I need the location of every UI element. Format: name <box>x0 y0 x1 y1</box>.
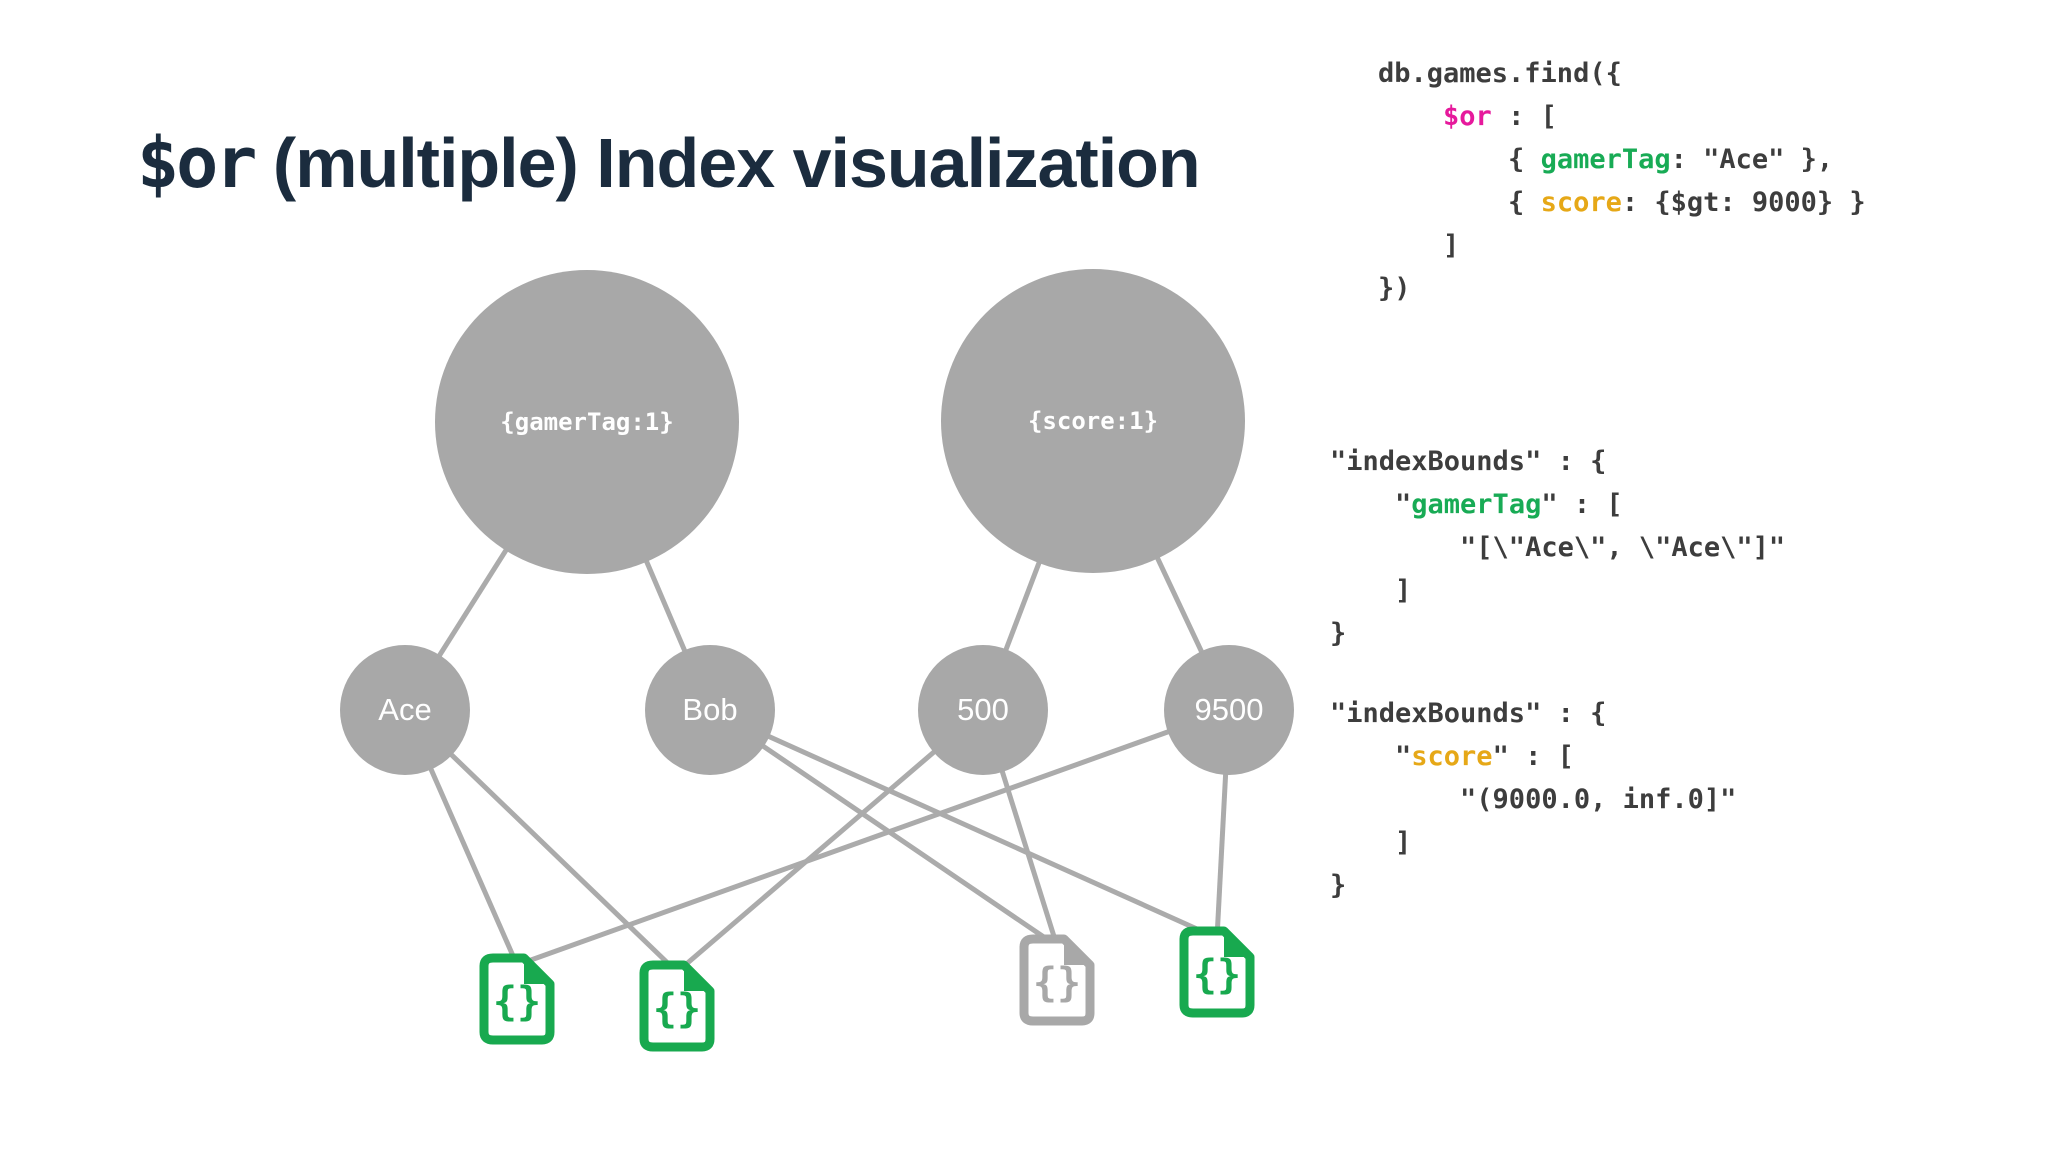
code-line: "gamerTag" : [ <box>1330 483 1785 526</box>
code-segment: "indexBounds" : { <box>1330 446 1607 477</box>
key-node-label: Bob <box>682 692 738 727</box>
braces-glyph: {} <box>1033 960 1081 1006</box>
key-node-bob: Bob <box>645 645 775 775</box>
document-icon-green-doc2: {} <box>639 960 715 1052</box>
code-segment: " : [ <box>1541 489 1623 520</box>
code-segment: score <box>1411 741 1493 772</box>
code-line: "[\"Ace\", \"Ace\"]" <box>1330 526 1785 569</box>
title-operator: $or <box>137 122 257 204</box>
code-block-index-bounds-score: "indexBounds" : { "score" : [ "(9000.0, … <box>1330 692 1736 907</box>
code-segment: ] <box>1330 575 1412 606</box>
code-line: ] <box>1378 224 1866 267</box>
key-node-label: 9500 <box>1194 692 1264 727</box>
code-line: } <box>1330 864 1736 907</box>
index-node-label: {gamerTag:1} <box>500 408 674 436</box>
code-segment: db.games.find({ <box>1378 58 1622 89</box>
code-line: "indexBounds" : { <box>1330 692 1736 735</box>
page-title: $or (multiple) Index visualization <box>137 122 1201 204</box>
edge-bob-doc3 <box>708 707 1059 949</box>
code-segment: } <box>1330 618 1347 649</box>
code-line: "(9000.0, inf.0]" <box>1330 778 1736 821</box>
edge-k9500-doc1 <box>516 707 1230 968</box>
edge-k500-doc2 <box>675 708 985 974</box>
code-segment: " <box>1330 741 1412 772</box>
braces-glyph: {} <box>653 986 701 1032</box>
key-node-k9500: 9500 <box>1164 645 1294 775</box>
key-node-ace: Ace <box>340 645 470 775</box>
code-segment: score <box>1540 187 1622 218</box>
code-segment: ] <box>1378 230 1460 261</box>
code-line: "indexBounds" : { <box>1330 440 1785 483</box>
document-icon-green-doc4: {} <box>1179 926 1255 1018</box>
code-segment: }) <box>1378 273 1411 304</box>
code-segment: $or <box>1443 101 1492 132</box>
document-icon-green-doc1: {} <box>479 953 555 1045</box>
code-segment: ] <box>1330 827 1412 858</box>
code-line: "score" : [ <box>1330 735 1736 778</box>
code-segment: : [ <box>1491 101 1557 132</box>
code-line: ] <box>1330 569 1785 612</box>
code-block-find-query: db.games.find({ $or : [ { gamerTag: "Ace… <box>1378 52 1866 310</box>
code-segment: "(9000.0, inf.0]" <box>1330 784 1737 815</box>
code-segment <box>1378 101 1443 132</box>
code-line: $or : [ <box>1378 95 1866 138</box>
code-line: } <box>1330 612 1785 655</box>
code-segment: " : [ <box>1492 741 1574 772</box>
code-segment: gamerTag <box>1411 489 1542 520</box>
index-node-score: {score:1} <box>941 269 1245 573</box>
code-segment: { <box>1378 144 1541 175</box>
braces-glyph: {} <box>1193 952 1241 998</box>
key-node-label: 500 <box>957 692 1009 727</box>
code-segment: } <box>1330 870 1347 901</box>
code-segment: "indexBounds" : { <box>1330 698 1607 729</box>
index-node-gamerTag: {gamerTag:1} <box>435 270 739 574</box>
code-line: db.games.find({ <box>1378 52 1866 95</box>
braces-glyph: {} <box>493 979 541 1025</box>
code-segment: { <box>1378 187 1541 218</box>
document-icon-gray-doc3: {} <box>1019 934 1095 1026</box>
code-segment: " <box>1330 489 1412 520</box>
key-node-label: Ace <box>378 692 432 727</box>
edge-bob-doc4 <box>708 707 1219 941</box>
code-line: { score: {$gt: 9000} } <box>1378 181 1866 224</box>
code-segment: "[\"Ace\", \"Ace\"]" <box>1330 532 1786 563</box>
code-segment: : "Ace" }, <box>1670 144 1834 175</box>
code-block-index-bounds-gamertag: "indexBounds" : { "gamerTag" : [ "[\"Ace… <box>1330 440 1785 655</box>
code-segment: gamerTag <box>1540 144 1671 175</box>
index-node-label: {score:1} <box>1027 407 1159 435</box>
key-node-k500: 500 <box>918 645 1048 775</box>
code-line: { gamerTag: "Ace" }, <box>1378 138 1866 181</box>
code-line: ] <box>1330 821 1736 864</box>
title-rest: (multiple) Index visualization <box>254 124 1201 202</box>
code-line: }) <box>1378 267 1866 310</box>
code-segment: : {$gt: 9000} } <box>1621 187 1866 218</box>
